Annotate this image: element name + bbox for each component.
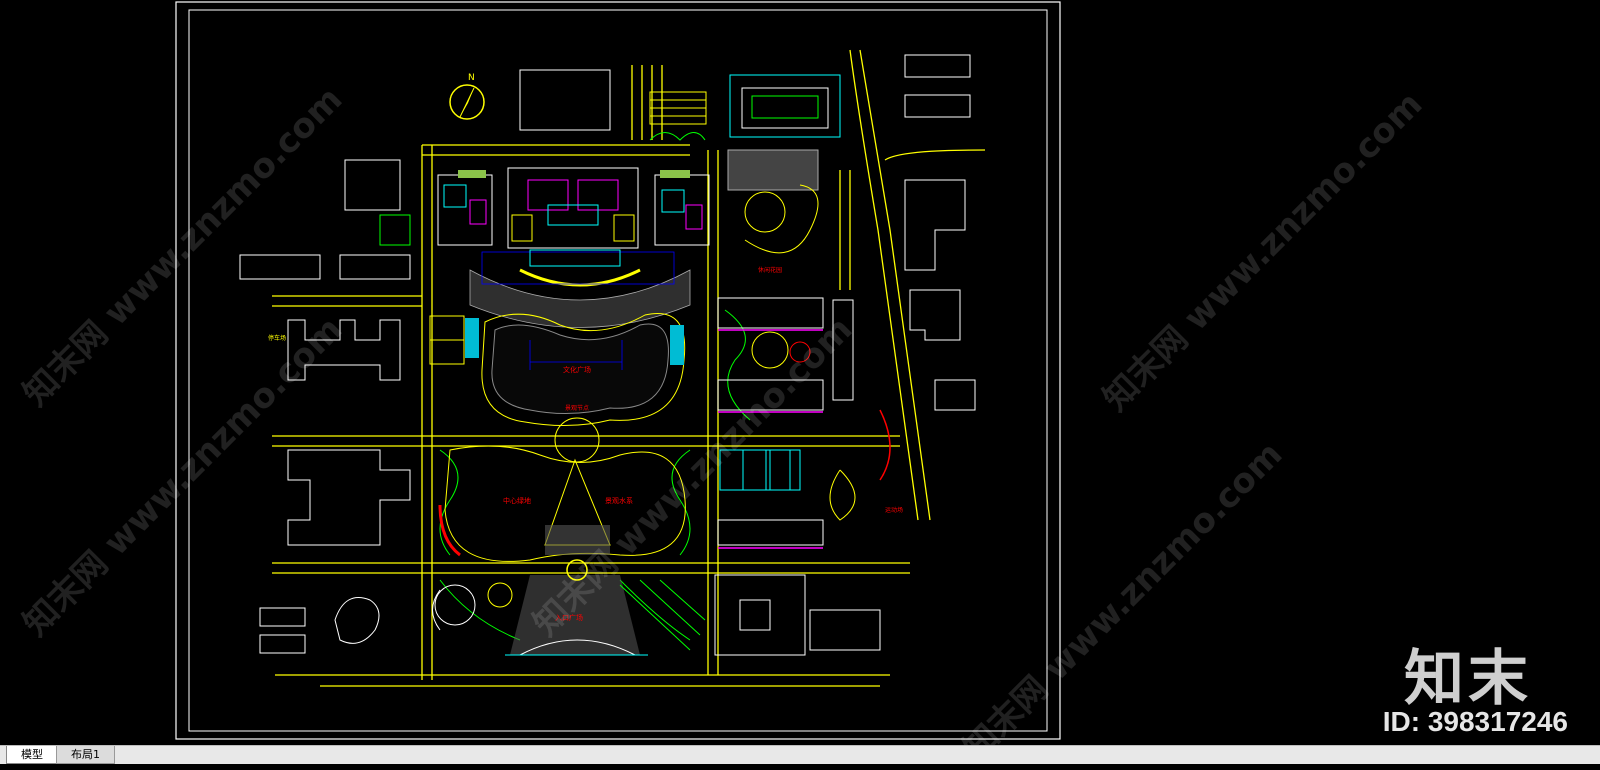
zone-label: 入口广场 xyxy=(555,613,583,622)
road-network xyxy=(272,49,986,687)
central-plaza: 文化广场 景观节点 xyxy=(429,251,691,427)
tab-model[interactable]: 模型 xyxy=(6,746,58,764)
north-label: N xyxy=(468,73,475,83)
zone-label: 景观节点 xyxy=(565,404,589,412)
east-blocks: 休闲花园 运动场 xyxy=(714,184,903,656)
zone-label: 中心绿地 xyxy=(503,496,531,505)
site-plan-drawing[interactable]: N xyxy=(0,0,1600,745)
brand-id: ID: 398317246 xyxy=(1382,706,1568,737)
brand-logo: 知末 xyxy=(1404,644,1532,714)
zone-label: 停车场 xyxy=(268,334,286,342)
layout-tab-bar: 模型 布局1 xyxy=(0,745,1600,764)
zone-label: 休闲花园 xyxy=(758,266,782,274)
north-arrow-icon: N xyxy=(449,73,485,120)
green-planting xyxy=(379,132,751,641)
paper-frame-outer xyxy=(175,1,1061,740)
tab-layout1[interactable]: 布局1 xyxy=(56,746,115,764)
south-lawn-zone: 中心绿地 景观水系 xyxy=(438,417,686,562)
zone-label: 文化广场 xyxy=(563,365,591,374)
paper-frame-inner xyxy=(188,9,1048,732)
zone-label: 运动场 xyxy=(885,506,903,514)
zone-label: 景观水系 xyxy=(605,496,633,505)
academic-buildings xyxy=(437,74,841,267)
neighbor-buildings xyxy=(239,54,976,654)
entry-plaza: 入口广场 xyxy=(432,559,706,656)
